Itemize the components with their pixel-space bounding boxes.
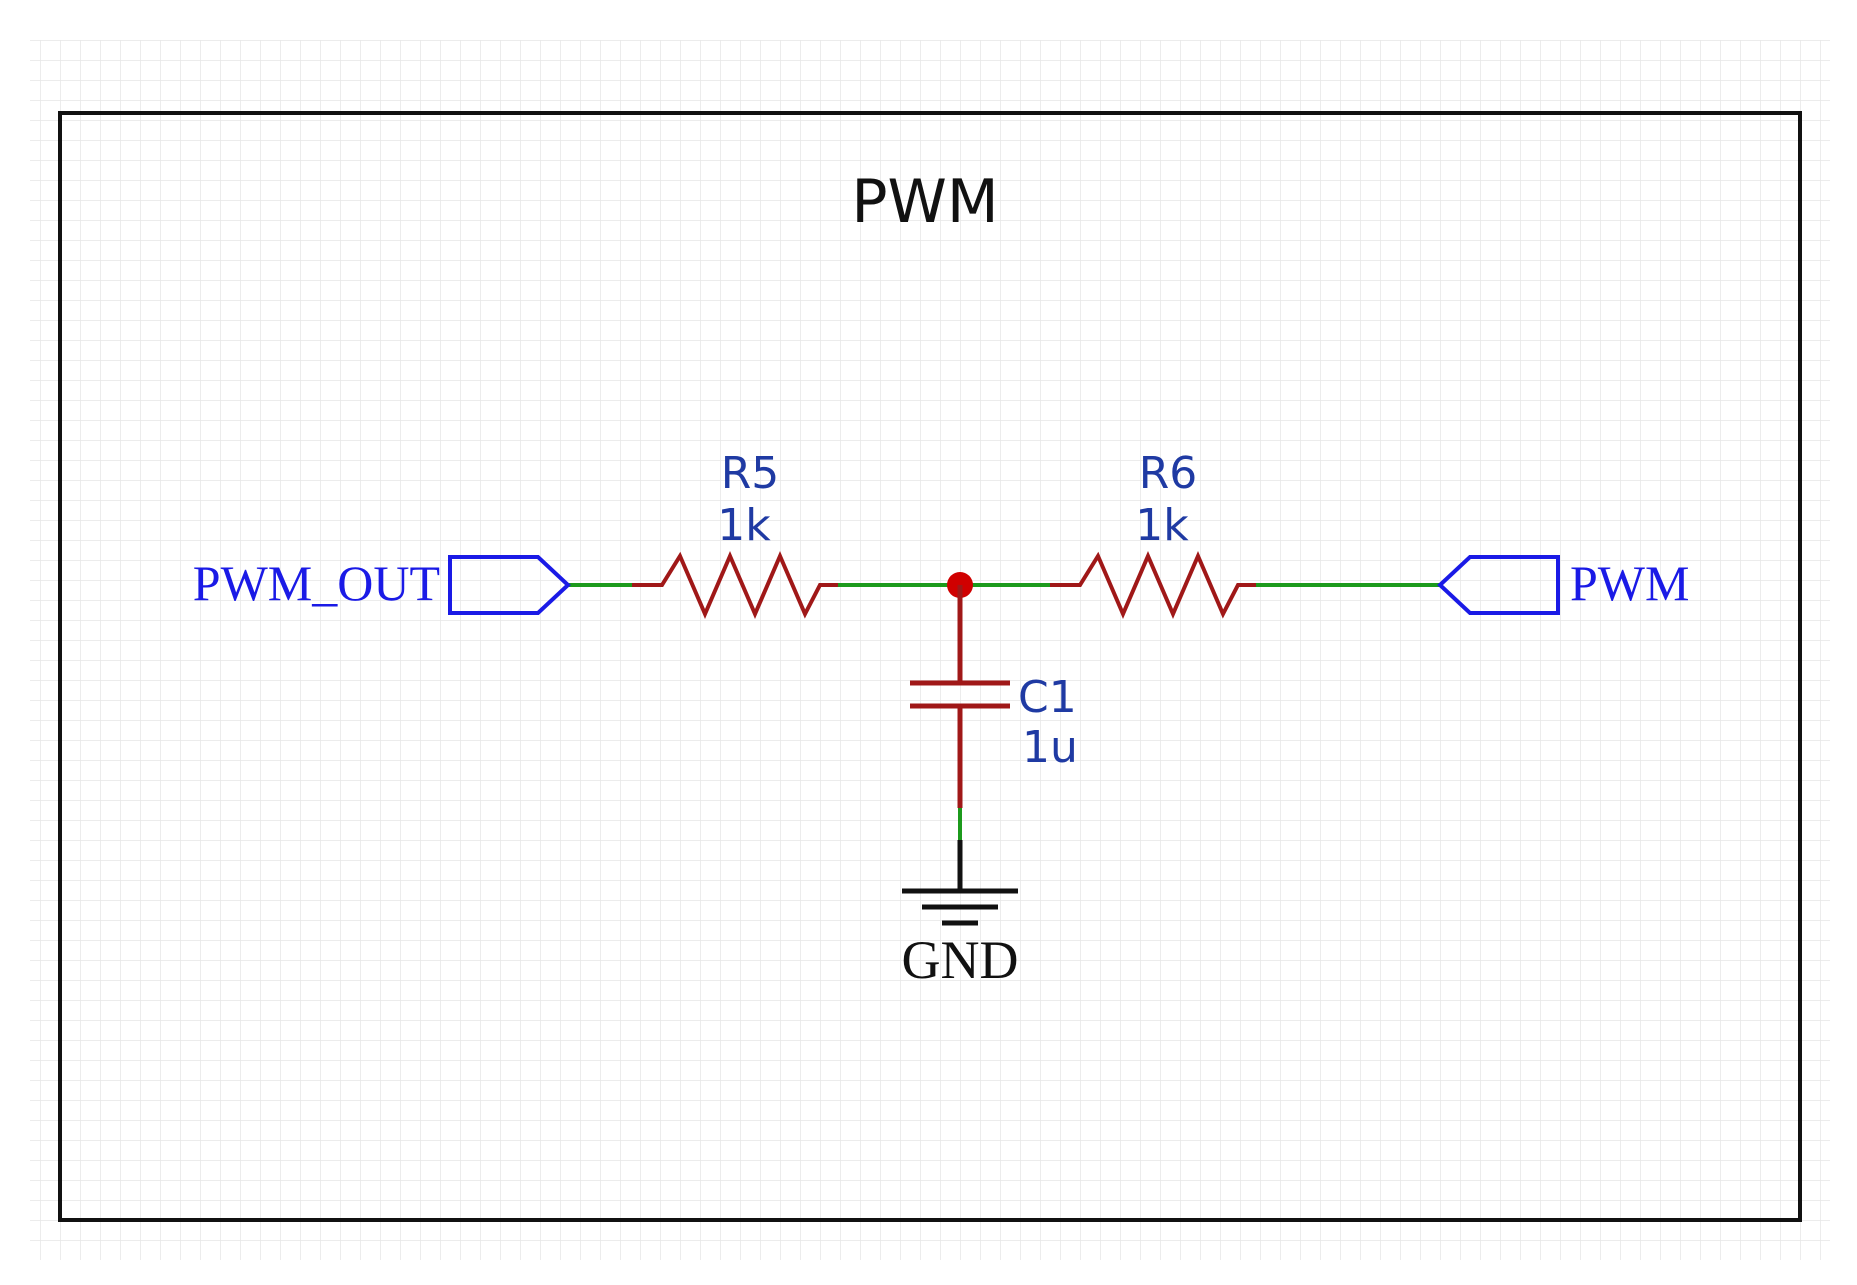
port-pwm-out[interactable]: [448, 555, 571, 615]
wires: [568, 583, 1440, 840]
ground-icon: [902, 840, 1018, 926]
r6-designator: R6: [1139, 448, 1198, 499]
c1-value: 1u: [1022, 722, 1078, 773]
sheet-frame: [58, 111, 1802, 1222]
r5-value: 1k: [717, 500, 771, 551]
sheet-title: PWM: [851, 167, 998, 237]
resistor-r6[interactable]: [1050, 550, 1256, 620]
port-pwm-out-label: PWM_OUT: [193, 555, 440, 611]
c1-designator: C1: [1018, 672, 1077, 723]
r6-value: 1k: [1135, 500, 1189, 551]
grid-background: [30, 40, 1830, 1260]
gnd-label: GND: [902, 930, 1019, 990]
resistor-r5[interactable]: [632, 550, 838, 620]
port-pwm[interactable]: [1437, 555, 1560, 615]
capacitor-c1[interactable]: [910, 585, 1010, 808]
r5-designator: R5: [721, 448, 780, 499]
port-pwm-label: PWM: [1570, 555, 1689, 611]
